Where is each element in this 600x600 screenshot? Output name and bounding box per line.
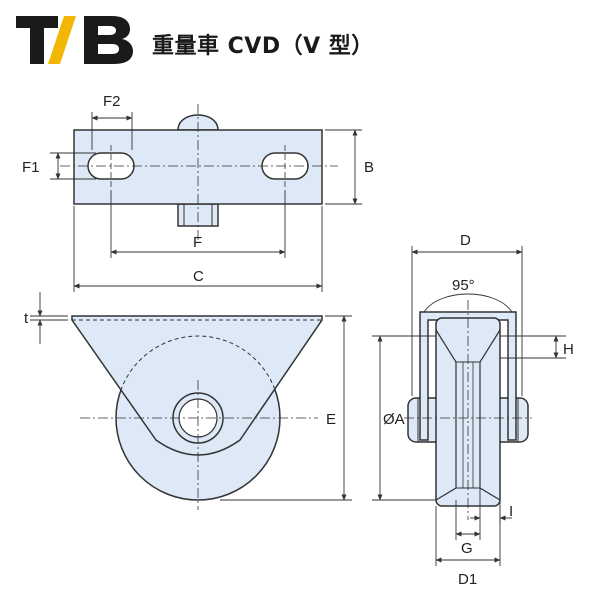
dim-label-h: H [563, 341, 574, 358]
product-title: 重量車 CVD（V 型） [152, 34, 374, 59]
dim-label-i: I [509, 503, 513, 520]
dim-label-f2: F2 [103, 93, 121, 110]
dim-label-d1: D1 [458, 571, 477, 588]
top-view-dimensions [50, 112, 362, 292]
dim-label-oa: ØA [383, 411, 405, 428]
side-view-dimensions [372, 246, 566, 566]
front-view [71, 315, 323, 510]
brand-logo [16, 16, 133, 64]
side-view [404, 293, 532, 520]
dim-label-e: E [326, 411, 336, 428]
front-view-dimensions [30, 292, 352, 501]
dim-label-angle: 95° [452, 277, 475, 294]
dim-label-f1: F1 [22, 159, 40, 176]
dim-label-f: F [193, 234, 202, 251]
dim-label-t: t [24, 310, 29, 327]
top-view [60, 104, 338, 240]
dim-label-g: G [461, 540, 473, 557]
dim-label-c: C [193, 268, 204, 285]
header: 重量車 CVD（V 型） [0, 0, 600, 80]
dim-label-d: D [460, 232, 471, 249]
dim-label-b: B [364, 159, 374, 176]
